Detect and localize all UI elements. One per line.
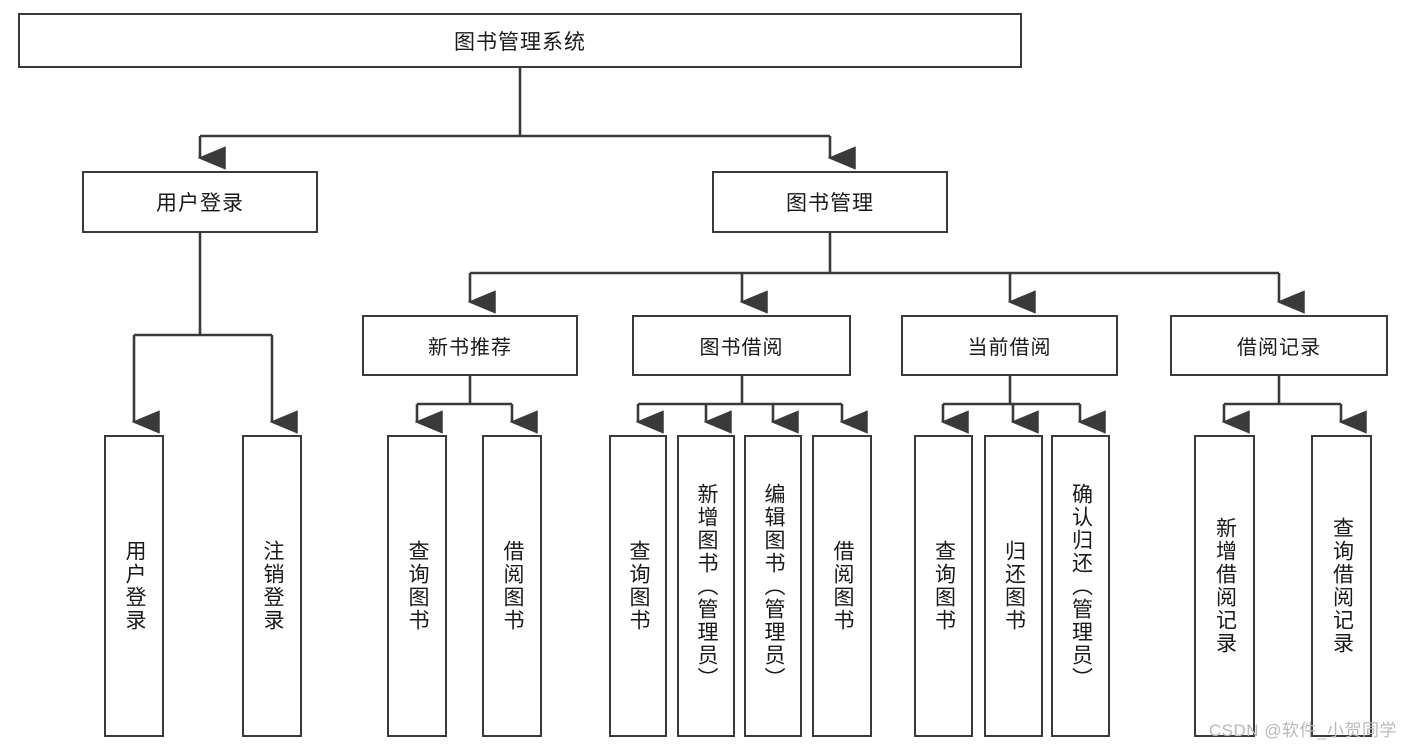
leaf-node[interactable]: 查询图书	[914, 435, 973, 737]
node-root-label: 图书管理系统	[454, 30, 586, 54]
leaf-node[interactable]: 查询图书	[387, 435, 447, 737]
leaf-node[interactable]: 借阅图书	[482, 435, 542, 737]
node-book-management[interactable]: 图书管理	[712, 171, 948, 233]
node-book-borrow-label: 图书借阅	[699, 337, 784, 359]
leaf-node-label: 用户登录	[123, 540, 147, 632]
node-borrow-record[interactable]: 借阅记录	[1170, 315, 1388, 376]
leaf-node-label: 注销登录	[261, 540, 285, 632]
leaf-node-label: 归还图书	[1002, 540, 1026, 632]
node-book-borrow[interactable]: 图书借阅	[632, 315, 851, 376]
leaf-node[interactable]: 归还图书	[984, 435, 1043, 737]
leaf-node-label: 新增图书（管理员）	[695, 482, 719, 690]
leaf-node-label: 查询图书	[932, 540, 956, 632]
leaf-node[interactable]: 新增图书（管理员）	[677, 435, 735, 737]
node-new-book-recommend-label: 新书推荐	[428, 337, 512, 359]
watermark: CSDN @软件_小贺同学	[1208, 721, 1397, 740]
leaf-node[interactable]: 确认归还（管理员）	[1051, 435, 1110, 737]
node-root[interactable]: 图书管理系统	[18, 13, 1022, 68]
leaf-node-label: 查询图书	[406, 540, 430, 632]
node-book-management-label: 图书管理	[786, 192, 874, 215]
leaf-node-label: 借阅图书	[831, 540, 855, 632]
leaf-node-label: 查询借阅记录	[1330, 517, 1354, 655]
leaf-node-label: 编辑图书（管理员）	[762, 482, 786, 690]
leaf-node-label: 借阅图书	[501, 540, 525, 632]
node-current-borrow-label: 当前借阅	[967, 337, 1052, 359]
node-new-book-recommend[interactable]: 新书推荐	[362, 315, 578, 376]
leaf-node[interactable]: 查询借阅记录	[1311, 435, 1372, 737]
leaf-node-label: 确认归还（管理员）	[1069, 482, 1093, 690]
leaf-node-label: 查询图书	[627, 540, 651, 632]
leaf-node[interactable]: 编辑图书（管理员）	[744, 435, 802, 737]
leaf-node[interactable]: 用户登录	[104, 435, 164, 737]
node-current-borrow[interactable]: 当前借阅	[901, 315, 1118, 376]
leaf-node[interactable]: 借阅图书	[812, 435, 872, 737]
leaf-node[interactable]: 新增借阅记录	[1194, 435, 1255, 737]
leaf-node-label: 新增借阅记录	[1213, 517, 1237, 655]
leaf-node[interactable]: 注销登录	[242, 435, 302, 737]
leaf-node[interactable]: 查询图书	[609, 435, 667, 737]
node-borrow-record-label: 借阅记录	[1237, 337, 1321, 359]
node-user-login-label: 用户登录	[156, 192, 244, 215]
node-user-login[interactable]: 用户登录	[82, 171, 318, 233]
